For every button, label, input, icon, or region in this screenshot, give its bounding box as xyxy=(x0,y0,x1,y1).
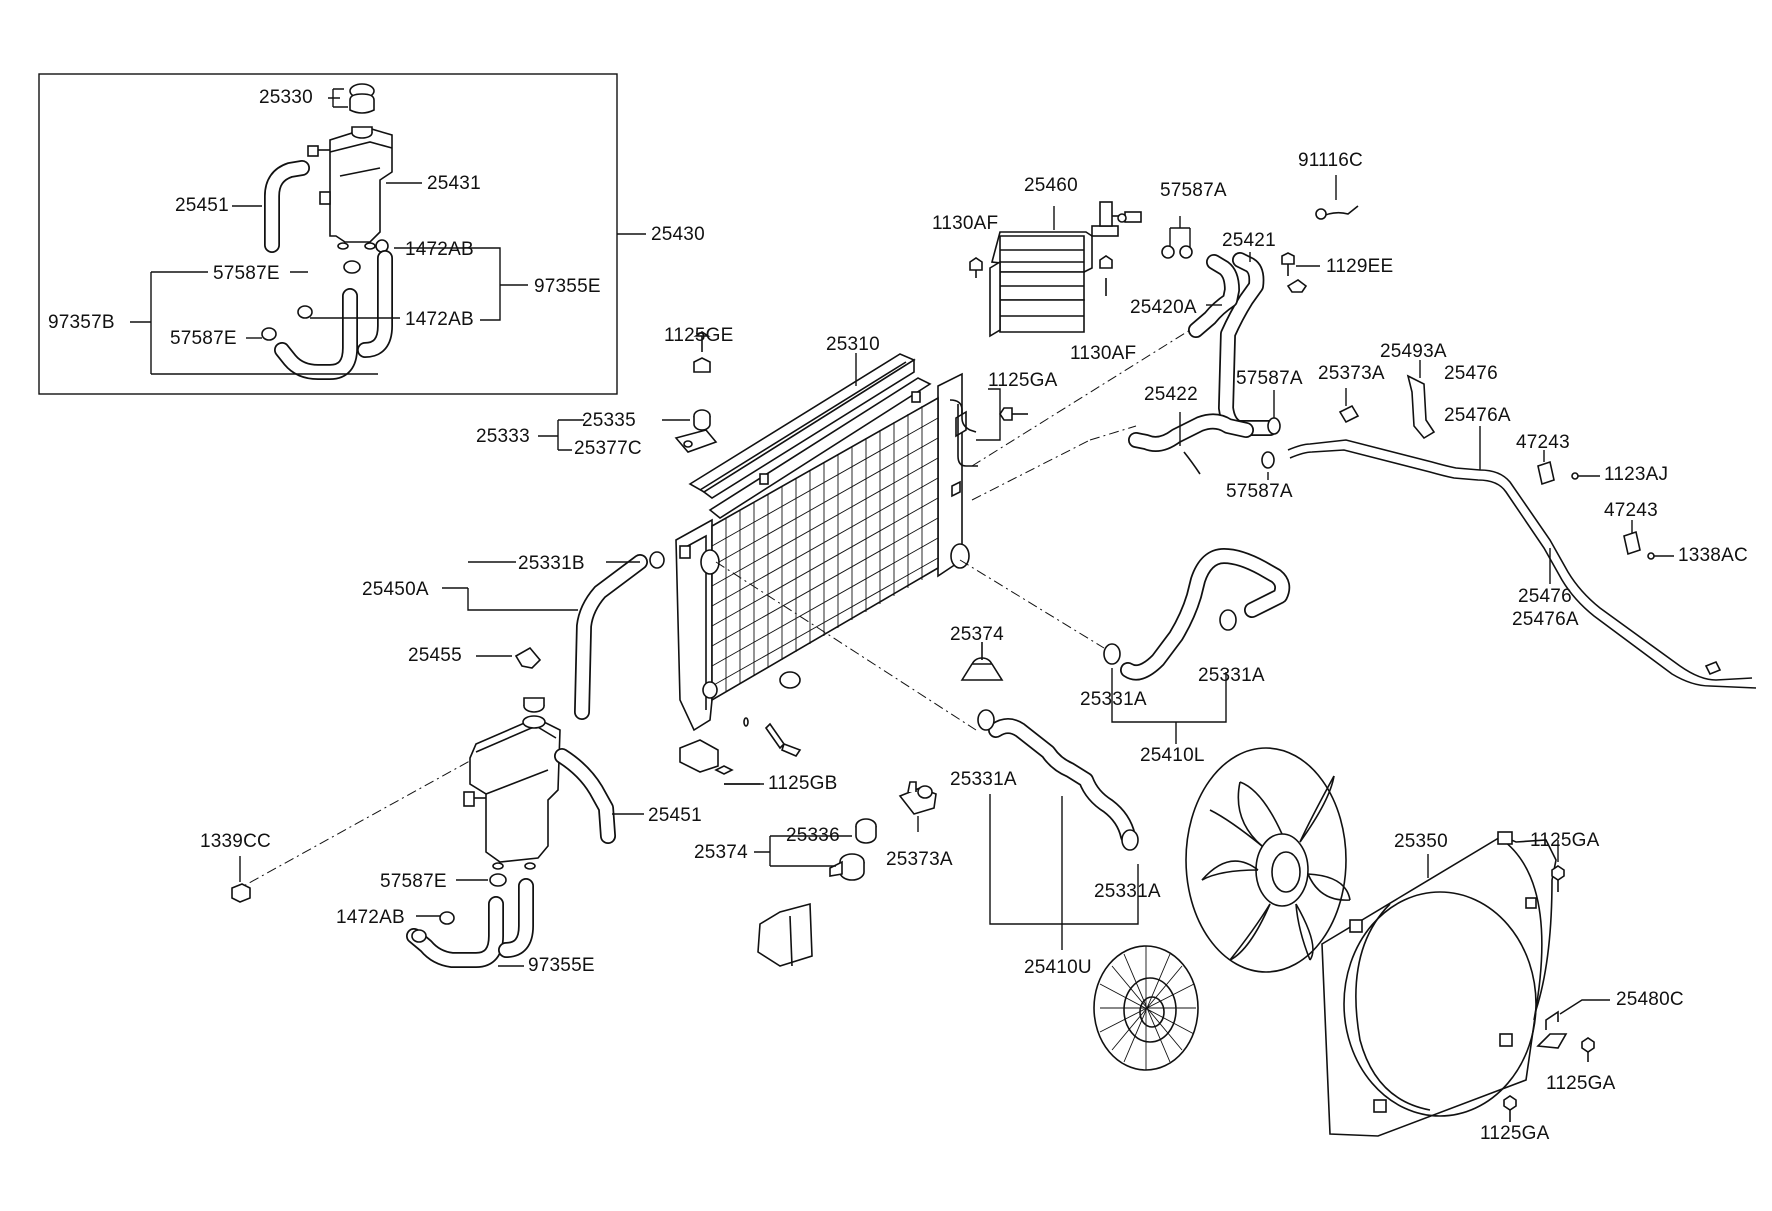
label-25310: 25310 xyxy=(826,334,880,355)
label-25350: 25350 xyxy=(1394,831,1448,852)
label-57587A-b: 57587A xyxy=(1236,368,1303,389)
label-25410L: 25410L xyxy=(1140,745,1205,766)
label-1472AB-a: 1472AB xyxy=(405,239,474,260)
label-25335: 25335 xyxy=(582,410,636,431)
label-1130AF-b: 1130AF xyxy=(1070,343,1137,364)
label-97357B: 97357B xyxy=(48,312,115,333)
label-25331A-b: 25331A xyxy=(1198,665,1265,686)
label-25476-b: 25476 xyxy=(1518,586,1572,607)
label-25430: 25430 xyxy=(651,224,705,245)
label-1125GA-c: 1125GA xyxy=(1546,1073,1616,1094)
reservoir-lower xyxy=(463,697,561,870)
label-25451-top: 25451 xyxy=(175,195,229,216)
label-25476-a: 25476 xyxy=(1444,363,1498,384)
label-1472AB-c: 1472AB xyxy=(336,907,405,928)
label-57587E-b: 57587E xyxy=(170,328,237,349)
label-25493A: 25493A xyxy=(1380,341,1447,362)
label-25373A-b: 25373A xyxy=(886,849,953,870)
label-25421: 25421 xyxy=(1222,230,1276,251)
label-57587E-c: 57587E xyxy=(380,871,447,892)
label-1125GB: 1125GB xyxy=(768,773,838,794)
label-25480C: 25480C xyxy=(1616,989,1684,1010)
label-25336: 25336 xyxy=(786,825,840,846)
bracket-25374-b xyxy=(754,835,852,867)
label-25422: 25422 xyxy=(1144,384,1198,405)
bracket-25333 xyxy=(538,419,690,451)
leader-1125GA-a xyxy=(976,388,1001,441)
label-25331A-c: 25331A xyxy=(950,769,1017,790)
label-1125GA-b: 1125GA xyxy=(1530,830,1600,851)
fan-blade xyxy=(1185,747,1351,973)
label-57587E-a: 57587E xyxy=(213,263,280,284)
bracket-25450A xyxy=(442,561,578,611)
label-25450A: 25450A xyxy=(362,579,429,600)
label-25331B: 25331B xyxy=(518,553,585,574)
leader-25480C xyxy=(1559,999,1610,1015)
label-1125GA-a: 1125GA xyxy=(988,370,1058,391)
bracket-25410L xyxy=(1111,668,1227,744)
label-97355E-a: 97355E xyxy=(534,276,601,297)
label-1339CC: 1339CC xyxy=(200,831,271,852)
label-25476A-a: 25476A xyxy=(1444,405,1511,426)
label-25333: 25333 xyxy=(476,426,530,447)
label-25331A-a: 25331A xyxy=(1080,689,1147,710)
label-1129EE: 1129EE xyxy=(1326,256,1394,277)
label-25431: 25431 xyxy=(427,173,481,194)
bracket-97355E-a xyxy=(394,247,528,321)
label-25374-a: 25374 xyxy=(950,624,1004,645)
inset-cap-25330 xyxy=(349,83,375,114)
label-91116C: 91116C xyxy=(1298,150,1363,171)
label-1125GE: 1125GE xyxy=(664,325,734,346)
label-57587A-a: 57587A xyxy=(1160,180,1227,201)
label-25455: 25455 xyxy=(408,645,462,666)
label-47243-a: 47243 xyxy=(1516,432,1570,453)
label-25374-b: 25374 xyxy=(694,842,748,863)
inset-frame xyxy=(38,73,618,395)
label-25377C: 25377C xyxy=(574,438,642,459)
label-25451-b: 25451 xyxy=(648,805,702,826)
label-1125GA-d: 1125GA xyxy=(1480,1123,1550,1144)
label-1472AB-b: 1472AB xyxy=(405,309,474,330)
label-25476A-b: 25476A xyxy=(1512,609,1579,630)
label-25331A-d: 25331A xyxy=(1094,881,1161,902)
fan-shroud-25350 xyxy=(1321,831,1557,1137)
inset-reservoir-25431 xyxy=(307,126,393,250)
label-97355E-b: 97355E xyxy=(528,955,595,976)
bracket-25410U xyxy=(989,794,1139,950)
label-1123AJ: 1123AJ xyxy=(1604,464,1669,485)
label-25373A-a: 25373A xyxy=(1318,363,1385,384)
label-25460: 25460 xyxy=(1024,175,1078,196)
leader-25330 xyxy=(328,88,348,108)
label-25410U: 25410U xyxy=(1024,957,1092,978)
label-25330: 25330 xyxy=(259,87,313,108)
radiator-25310 xyxy=(675,353,970,732)
leader-57587A-a xyxy=(1169,216,1191,248)
bracket-97357B xyxy=(130,271,378,375)
label-1130AF-a: 1130AF xyxy=(932,213,999,234)
label-25420A: 25420A xyxy=(1130,297,1197,318)
label-57587A-c: 57587A xyxy=(1226,481,1293,502)
label-47243-b: 47243 xyxy=(1604,500,1658,521)
oil-cooler-25460 xyxy=(989,201,1142,338)
label-1338AC: 1338AC xyxy=(1678,545,1748,566)
fan-clutch xyxy=(1093,945,1199,1071)
